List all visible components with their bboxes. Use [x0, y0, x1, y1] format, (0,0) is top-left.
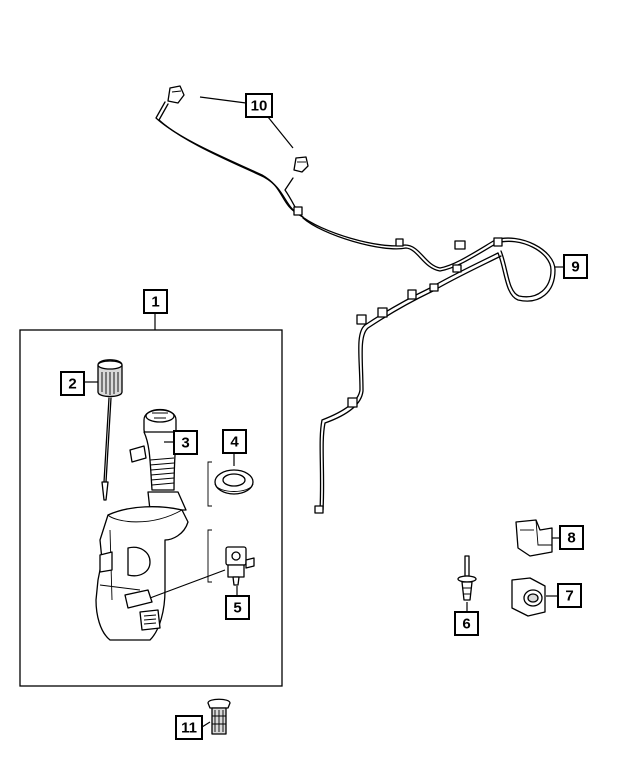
reservoir-assembly-frame: [19, 329, 283, 687]
washer-hose-assembly: [155, 101, 556, 514]
svg-text:6: 6: [462, 616, 470, 633]
washer-pump: [225, 546, 255, 586]
retainer-clip: [515, 519, 553, 557]
callout-10: 10: [245, 93, 273, 118]
callout-2: 2: [60, 371, 85, 396]
svg-text:11: 11: [181, 720, 197, 737]
callout-11: 11: [175, 715, 203, 740]
filler-neck: [129, 408, 187, 511]
svg-text:8: 8: [567, 530, 575, 547]
svg-text:5: 5: [233, 600, 241, 617]
svg-text:1: 1: [151, 294, 159, 311]
callout-6: 6: [454, 611, 479, 636]
inlet-filter: [207, 698, 231, 735]
callout-4: 4: [222, 429, 247, 454]
callout-8: 8: [559, 525, 584, 550]
leader-10b: [267, 116, 294, 149]
svg-text:2: 2: [68, 376, 76, 393]
svg-text:4: 4: [230, 434, 239, 451]
callout-9: 9: [563, 254, 588, 279]
callout-1: 1: [143, 289, 168, 314]
callout-7: 7: [557, 583, 582, 608]
bracket-4: [207, 461, 212, 507]
level-sensor: [97, 359, 123, 501]
bracket-5: [207, 529, 212, 583]
svg-text:9: 9: [571, 259, 579, 276]
leader-10a: [199, 96, 247, 104]
svg-text:7: 7: [565, 588, 573, 605]
push-pin-fastener: [457, 555, 477, 601]
svg-text:3: 3: [181, 435, 189, 452]
grommet: [214, 469, 254, 495]
svg-text:10: 10: [251, 98, 268, 115]
washer-nozzle-left: [167, 85, 185, 104]
callout-3: 3: [173, 430, 198, 455]
washer-nozzle-right: [293, 156, 309, 173]
callout-5: 5: [225, 595, 250, 620]
hose-clip: [511, 577, 546, 617]
leader-11: [201, 721, 211, 728]
washer-reservoir-tank: [95, 506, 226, 641]
